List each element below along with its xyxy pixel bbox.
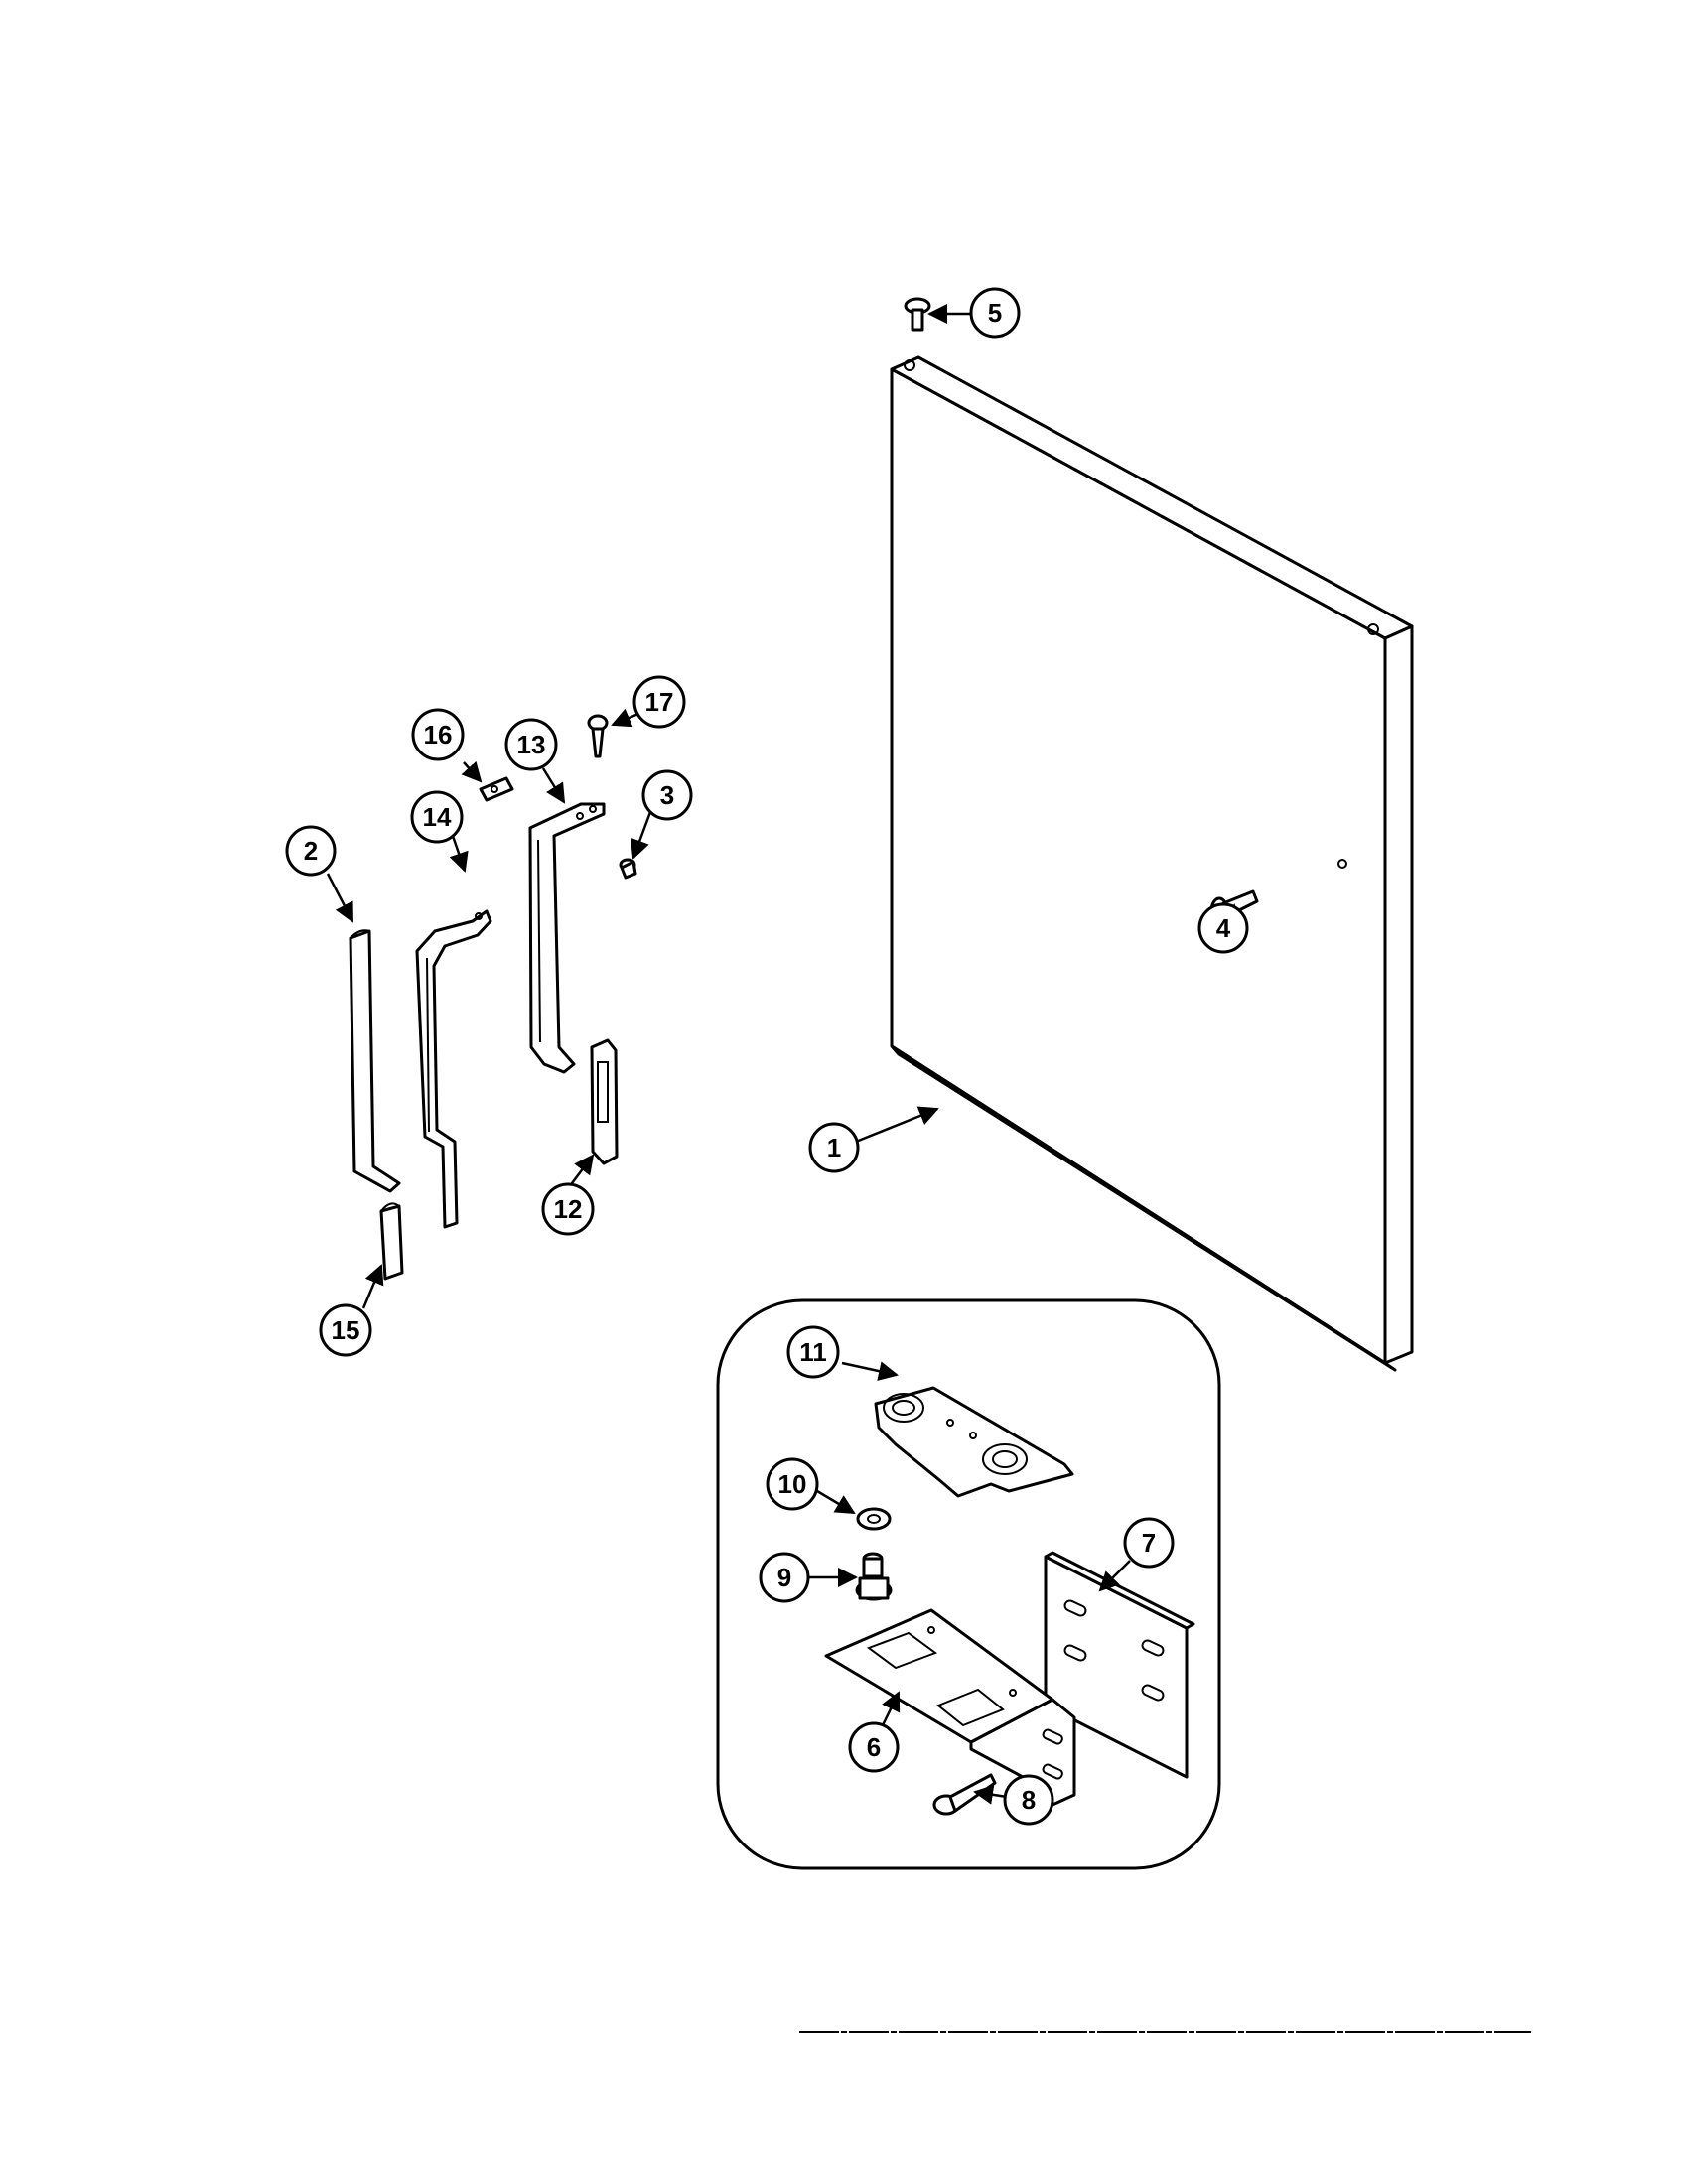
- callout-10: 10: [766, 1457, 819, 1511]
- callout-17-label: 17: [645, 687, 674, 717]
- callout-4: 4: [1197, 902, 1249, 954]
- trim-strip: [349, 929, 401, 1193]
- callout-3: 3: [641, 769, 693, 821]
- lower-hinge-bracket: [824, 1608, 1076, 1807]
- callout-5-label: 5: [988, 298, 1002, 328]
- callout-17: 17: [632, 675, 686, 729]
- plug-icon: [904, 297, 931, 332]
- hinge-inset-frame: [716, 1298, 1221, 1870]
- callout-11: 11: [786, 1325, 840, 1379]
- callout-14: 14: [410, 790, 464, 844]
- hinge-screw-icon: [932, 1773, 997, 1816]
- callout-1: 1: [808, 1122, 860, 1173]
- callout-12: 12: [541, 1182, 595, 1236]
- callout-7: 7: [1123, 1517, 1175, 1569]
- clip: [479, 776, 514, 802]
- callout-9-label: 9: [777, 1563, 791, 1592]
- callout-4-label: 4: [1216, 913, 1231, 943]
- callout-9: 9: [759, 1552, 810, 1603]
- callout-13-label: 13: [517, 730, 546, 759]
- bracket-end: [590, 1038, 619, 1165]
- callout-8: 8: [1003, 1774, 1054, 1826]
- long-bracket: [528, 802, 606, 1074]
- small-screw-icon: [619, 858, 637, 880]
- top-hinge-plate: [874, 1386, 1074, 1498]
- end-cap: [379, 1202, 404, 1281]
- callout-8-label: 8: [1022, 1785, 1036, 1815]
- callout-15-label: 15: [332, 1315, 360, 1345]
- pivot-pin-icon: [855, 1552, 893, 1601]
- door-panel: [890, 355, 1414, 1372]
- callout-15: 15: [319, 1303, 372, 1357]
- callout-13: 13: [504, 718, 558, 771]
- callout-12-label: 12: [554, 1194, 583, 1224]
- screw-icon: [587, 714, 609, 758]
- callout-2-label: 2: [304, 836, 318, 866]
- callout-6: 6: [848, 1721, 900, 1773]
- callout-6-label: 6: [867, 1732, 881, 1762]
- callout-14-label: 14: [423, 802, 452, 832]
- handle-bracket: [415, 909, 492, 1229]
- washer-icon: [856, 1507, 892, 1531]
- callout-16-label: 16: [424, 720, 453, 750]
- callout-1-label: 1: [827, 1133, 841, 1162]
- callout-5: 5: [969, 287, 1021, 339]
- callout-11-label: 11: [799, 1337, 827, 1367]
- callout-10-label: 10: [778, 1469, 807, 1499]
- callout-3-label: 3: [660, 780, 674, 810]
- callout-7-label: 7: [1142, 1528, 1156, 1558]
- callout-16: 16: [411, 708, 465, 761]
- callout-2: 2: [285, 825, 337, 877]
